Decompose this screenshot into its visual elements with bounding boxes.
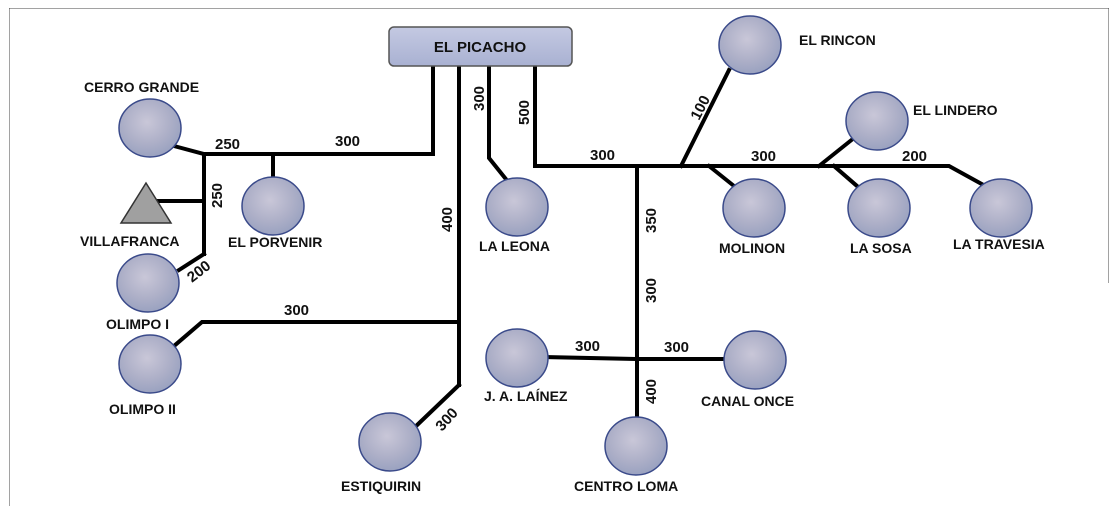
- node-ja-lainez[interactable]: [485, 328, 549, 388]
- hub-el-picacho[interactable]: EL PICACHO: [388, 26, 573, 67]
- label-el-porvenir: EL PORVENIR: [228, 234, 322, 250]
- label-la-sosa: LA SOSA: [850, 240, 912, 256]
- node-la-sosa[interactable]: [847, 178, 911, 238]
- diagram-frame: EL PICACHO CERRO GRANDE VILLAFRANCA EL P…: [9, 8, 1109, 506]
- node-villafranca[interactable]: [119, 181, 173, 224]
- label-centro-loma: CENTRO LOMA: [574, 478, 678, 494]
- label-olimpo-ii: OLIMPO II: [109, 401, 176, 417]
- pipe-east-main: [533, 64, 992, 191]
- node-olimpo-ii[interactable]: [118, 334, 182, 394]
- pipes: [157, 64, 992, 431]
- dist-olimpo-300: 300: [284, 302, 309, 319]
- node-centro-loma[interactable]: [604, 416, 668, 476]
- node-labels: CERRO GRANDE VILLAFRANCA EL PORVENIR OLI…: [80, 32, 1045, 494]
- dist-south-300: 300: [643, 278, 660, 303]
- pipe-west-main: [202, 64, 435, 156]
- dist-leona-300: 300: [471, 86, 488, 111]
- dist-east-300: 300: [590, 147, 615, 164]
- pipe-la-leona: [487, 64, 512, 186]
- pipe-el-lindero: [816, 135, 857, 169]
- label-el-rincon: EL RINCON: [799, 32, 876, 48]
- node-la-travesia[interactable]: [969, 178, 1033, 238]
- hub-label: EL PICACHO: [434, 39, 527, 56]
- node-la-leona[interactable]: [485, 177, 549, 237]
- label-el-lindero: EL LINDERO: [913, 102, 998, 118]
- pipe-cerro-grande: [171, 143, 207, 157]
- label-estiquirin: ESTIQUIRIN: [341, 478, 421, 494]
- pipe-estiquirin: [411, 382, 462, 431]
- node-el-lindero[interactable]: [845, 91, 909, 151]
- dist-trunk-400: 400: [439, 207, 456, 232]
- dist-estiq-300: 300: [432, 405, 461, 435]
- dist-main-300: 300: [335, 133, 360, 150]
- node-el-porvenir[interactable]: [241, 176, 305, 236]
- dist-rincon-100: 100: [687, 93, 714, 123]
- distance-labels: 250 300 250 200 300 300 400 300 500 300 …: [184, 86, 927, 435]
- label-cerro-grande: CERRO GRANDE: [84, 79, 199, 95]
- node-cerro-grande[interactable]: [118, 98, 182, 158]
- label-molinon: MOLINON: [719, 240, 785, 256]
- label-ja-lainez: J. A. LAÍNEZ: [484, 388, 568, 404]
- dist-cg-main: 250: [215, 136, 240, 153]
- network-diagram: EL PICACHO CERRO GRANDE VILLAFRANCA EL P…: [9, 8, 1109, 506]
- label-olimpo-i: OLIMPO I: [106, 316, 169, 332]
- dist-villa-250: 250: [209, 183, 226, 208]
- pipe-olimpo-i: [176, 251, 207, 273]
- label-la-travesia: LA TRAVESIA: [953, 236, 1045, 252]
- pipe-el-rincon: [678, 67, 732, 169]
- dist-lindero-300: 300: [751, 148, 776, 165]
- nodes: [116, 15, 1033, 476]
- dist-travesia-200: 200: [902, 148, 927, 165]
- pipe-olimpo-ii: [171, 320, 461, 349]
- dist-loma-400: 400: [643, 379, 660, 404]
- pipe-lainez: [541, 354, 640, 362]
- node-olimpo-i[interactable]: [116, 253, 180, 313]
- label-la-leona: LA LEONA: [479, 238, 550, 254]
- dist-south-350: 350: [643, 208, 660, 233]
- node-canal-once[interactable]: [723, 330, 787, 390]
- pipe-la-sosa: [831, 163, 860, 189]
- dist-canal-300: 300: [664, 339, 689, 356]
- label-canal-once: CANAL ONCE: [701, 393, 794, 409]
- node-molinon[interactable]: [722, 178, 786, 238]
- label-villafranca: VILLAFRANCA: [80, 233, 180, 249]
- dist-east-500: 500: [516, 100, 533, 125]
- dist-lainez-300: 300: [575, 338, 600, 355]
- pipe-molinon: [706, 163, 737, 189]
- node-el-rincon[interactable]: [718, 15, 782, 75]
- node-estiquirin[interactable]: [358, 412, 422, 472]
